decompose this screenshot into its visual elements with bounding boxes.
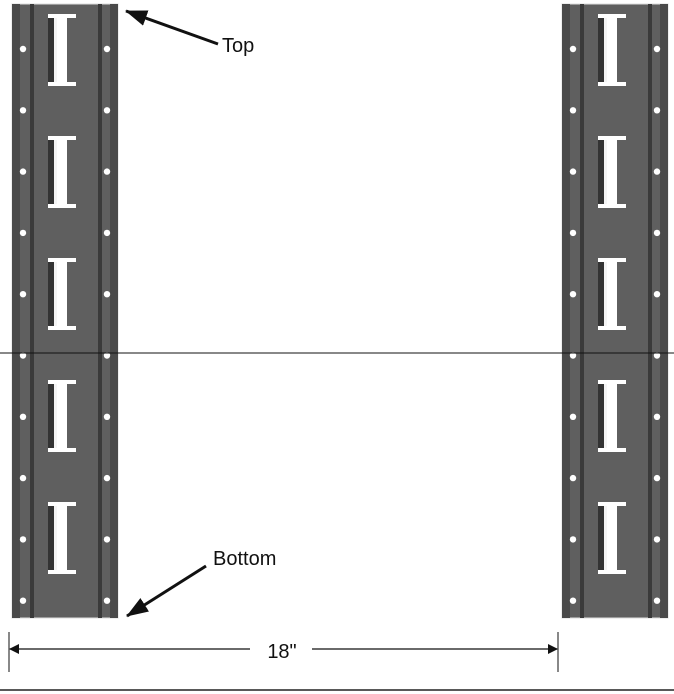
mounting-hole bbox=[653, 291, 661, 298]
top-label: Top bbox=[222, 35, 254, 57]
rail-slot bbox=[598, 502, 626, 574]
slot-opening bbox=[604, 140, 607, 204]
rail-channel bbox=[30, 4, 34, 618]
rail-slot bbox=[48, 14, 76, 86]
rail-slot bbox=[598, 14, 626, 86]
rail-edge bbox=[562, 4, 570, 618]
slot-shadow bbox=[48, 18, 54, 82]
mounting-hole bbox=[103, 45, 111, 53]
slot-opening bbox=[604, 262, 607, 326]
bottom-arrow bbox=[126, 564, 207, 618]
mounting-hole bbox=[569, 291, 577, 298]
mounting-hole bbox=[19, 413, 27, 420]
mounting-hole bbox=[19, 597, 27, 604]
slot-shadow bbox=[48, 506, 54, 570]
rail-slot bbox=[598, 136, 626, 208]
slot-opening bbox=[604, 18, 607, 82]
mounting-hole bbox=[103, 107, 111, 114]
rail-edge bbox=[110, 4, 118, 618]
mounting-hole bbox=[19, 474, 27, 482]
mounting-hole bbox=[569, 45, 577, 53]
mounting-hole bbox=[569, 597, 577, 604]
dimension-label: 18" bbox=[267, 641, 296, 663]
mounting-hole bbox=[653, 229, 661, 237]
mounting-hole bbox=[653, 536, 661, 543]
slot-shadow bbox=[598, 18, 604, 82]
mounting-hole bbox=[653, 413, 661, 420]
slot-shadow bbox=[598, 262, 604, 326]
mounting-hole bbox=[103, 597, 111, 604]
rail-slot bbox=[48, 380, 76, 452]
mounting-hole bbox=[653, 168, 661, 175]
mounting-hole bbox=[569, 107, 577, 114]
bottom-label: Bottom bbox=[213, 548, 276, 570]
rail-edge bbox=[12, 4, 20, 618]
slot-shadow bbox=[48, 262, 54, 326]
mounting-hole bbox=[653, 474, 661, 482]
rail-slot bbox=[598, 258, 626, 330]
mounting-hole bbox=[103, 413, 111, 420]
slot-shadow bbox=[598, 506, 604, 570]
mounting-hole bbox=[103, 474, 111, 482]
rail-slot bbox=[48, 502, 76, 574]
rail-slot bbox=[598, 380, 626, 452]
mounting-hole bbox=[103, 291, 111, 298]
mounting-hole bbox=[19, 229, 27, 237]
slot-opening bbox=[54, 262, 57, 326]
mounting-hole bbox=[19, 352, 27, 359]
slot-opening bbox=[604, 506, 607, 570]
slot-opening bbox=[54, 18, 57, 82]
mounting-hole bbox=[103, 168, 111, 175]
slot-shadow bbox=[48, 140, 54, 204]
slot-shadow bbox=[48, 384, 54, 448]
rail-channel bbox=[648, 4, 652, 618]
mounting-hole bbox=[19, 107, 27, 114]
e-track-rail-right bbox=[561, 3, 669, 619]
mounting-hole bbox=[103, 352, 111, 359]
slot-shadow bbox=[598, 384, 604, 448]
rail-channel bbox=[580, 4, 584, 618]
rail-slot bbox=[48, 258, 76, 330]
e-track-rail-left bbox=[11, 3, 119, 619]
mounting-hole bbox=[569, 229, 577, 237]
slot-shadow bbox=[598, 140, 604, 204]
mounting-hole bbox=[653, 45, 661, 53]
slot-opening bbox=[54, 140, 57, 204]
slot-opening bbox=[54, 506, 57, 570]
mounting-hole bbox=[569, 352, 577, 359]
mounting-hole bbox=[569, 474, 577, 482]
mounting-hole bbox=[103, 536, 111, 543]
top-arrow bbox=[125, 9, 219, 46]
mounting-hole bbox=[19, 168, 27, 175]
mounting-hole bbox=[19, 536, 27, 543]
mounting-hole bbox=[653, 107, 661, 114]
rail-slot bbox=[48, 136, 76, 208]
slot-opening bbox=[604, 384, 607, 448]
mounting-hole bbox=[19, 291, 27, 298]
slot-opening bbox=[54, 384, 57, 448]
mounting-hole bbox=[103, 229, 111, 237]
mounting-hole bbox=[569, 413, 577, 420]
mounting-hole bbox=[653, 597, 661, 604]
mounting-hole bbox=[653, 352, 661, 359]
mounting-hole bbox=[569, 168, 577, 175]
rail-channel bbox=[98, 4, 102, 618]
mounting-hole bbox=[19, 45, 27, 53]
rail-edge bbox=[660, 4, 668, 618]
mounting-hole bbox=[569, 536, 577, 543]
